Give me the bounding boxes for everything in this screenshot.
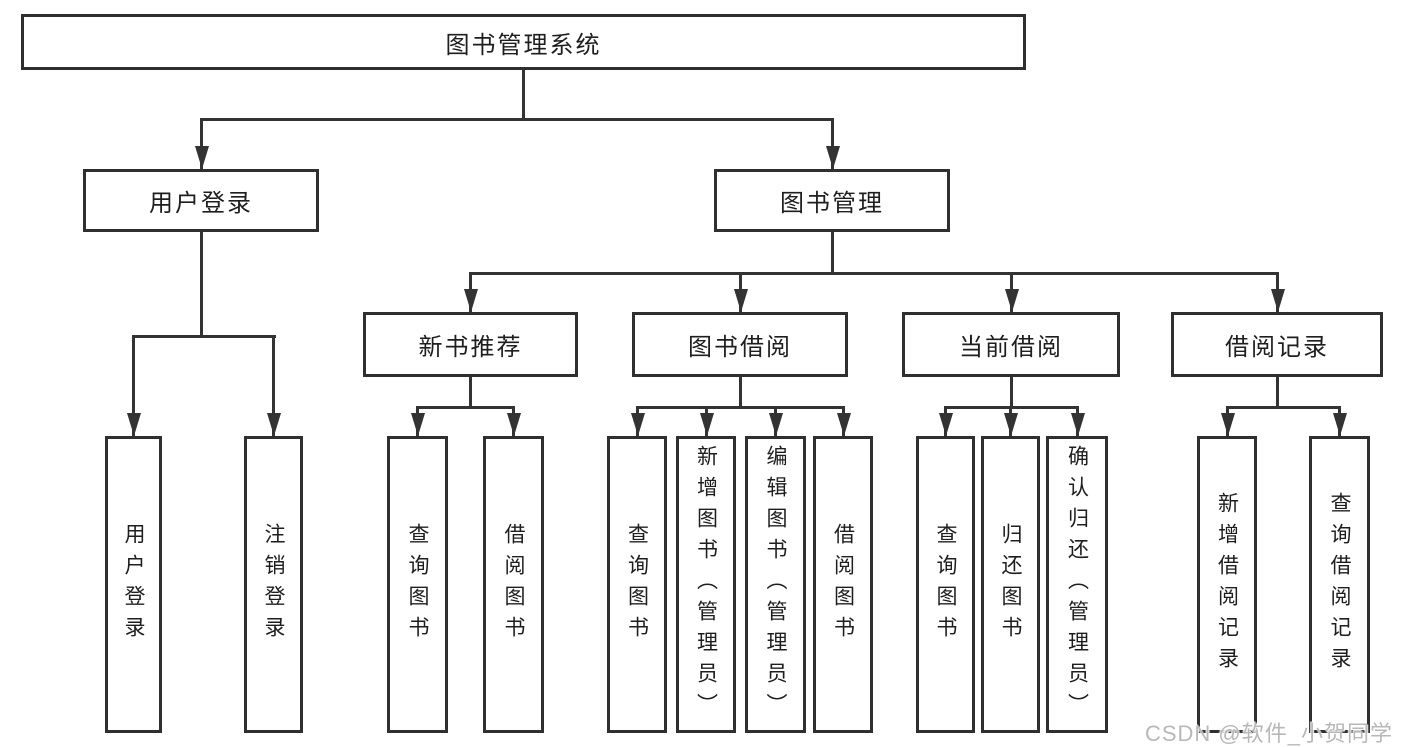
arrow-to-borrow-books-recommend xyxy=(506,406,521,436)
arrow-to-borrow-books-borrow xyxy=(836,406,851,436)
connector-book-management-rail xyxy=(469,272,1279,275)
leaf-logout: 注销登录 xyxy=(244,436,303,733)
node-user-login: 用户登录 xyxy=(83,169,319,232)
arrow-to-query-books-recommend xyxy=(410,406,425,436)
connector-root-rail xyxy=(200,118,834,121)
leaf-borrow-books-borrow: 借阅图书 xyxy=(813,436,873,733)
arrow-to-add-borrow-record xyxy=(1220,406,1235,436)
leaf-user-login: 用户登录 xyxy=(105,436,162,733)
node-book-borrowing: 图书借阅 xyxy=(632,312,848,377)
connector-user-login-rail xyxy=(132,335,276,338)
connector-root-stem xyxy=(522,70,525,118)
arrow-to-book-borrowing xyxy=(733,272,748,312)
arrow-to-current-borrowing xyxy=(1004,272,1019,312)
arrow-to-query-books-borrow xyxy=(630,406,645,436)
connector-records-rail xyxy=(1226,406,1341,409)
leaf-query-books-borrow: 查询图书 xyxy=(607,436,667,733)
node-new-book-recommendation: 新书推荐 xyxy=(363,312,578,377)
connector-borrowing-rail xyxy=(636,406,845,409)
connector-recommend-rail xyxy=(416,406,515,409)
arrow-to-leaf-logout xyxy=(266,335,281,436)
node-borrowing-records: 借阅记录 xyxy=(1171,312,1383,377)
arrow-to-query-borrow-record xyxy=(1332,406,1347,436)
arrow-to-book-management xyxy=(825,118,840,169)
arrow-to-edit-books-admin xyxy=(768,406,783,436)
connector-recommend-stem xyxy=(469,377,472,406)
arrow-to-borrowing-records xyxy=(1270,272,1285,312)
connector-records-stem xyxy=(1276,377,1279,406)
arrow-to-return-books xyxy=(1003,406,1018,436)
arrow-to-user-login xyxy=(194,118,209,169)
connector-book-management-stem xyxy=(831,232,834,272)
node-library-management-system: 图书管理系统 xyxy=(21,14,1026,70)
connector-borrowing-stem xyxy=(739,377,742,406)
arrow-to-query-books-current xyxy=(938,406,953,436)
node-current-borrowing: 当前借阅 xyxy=(902,312,1120,377)
connector-user-login-stem xyxy=(200,232,203,335)
leaf-query-books-recommend: 查询图书 xyxy=(387,436,448,733)
arrow-to-add-books-admin xyxy=(699,406,714,436)
leaf-borrow-books-recommend: 借阅图书 xyxy=(483,436,544,733)
leaf-add-borrow-record: 新增借阅记录 xyxy=(1197,436,1257,733)
arrow-to-confirm-return-admin xyxy=(1070,406,1085,436)
leaf-query-books-current: 查询图书 xyxy=(916,436,975,733)
leaf-edit-books-admin: 编辑图书（管理员） xyxy=(745,436,806,733)
leaf-confirm-return-admin: 确认归还（管理员） xyxy=(1046,436,1108,733)
arrow-to-leaf-user-login xyxy=(126,335,141,436)
leaf-query-borrow-record: 查询借阅记录 xyxy=(1309,436,1370,733)
node-book-management: 图书管理 xyxy=(714,169,950,232)
leaf-return-books: 归还图书 xyxy=(981,436,1040,733)
csdn-watermark: CSDN @软件_小贺同学 xyxy=(1144,721,1393,746)
connector-current-stem xyxy=(1010,377,1013,406)
arrow-to-new-book-recommendation xyxy=(463,272,478,312)
leaf-add-books-admin: 新增图书（管理员） xyxy=(676,436,736,733)
